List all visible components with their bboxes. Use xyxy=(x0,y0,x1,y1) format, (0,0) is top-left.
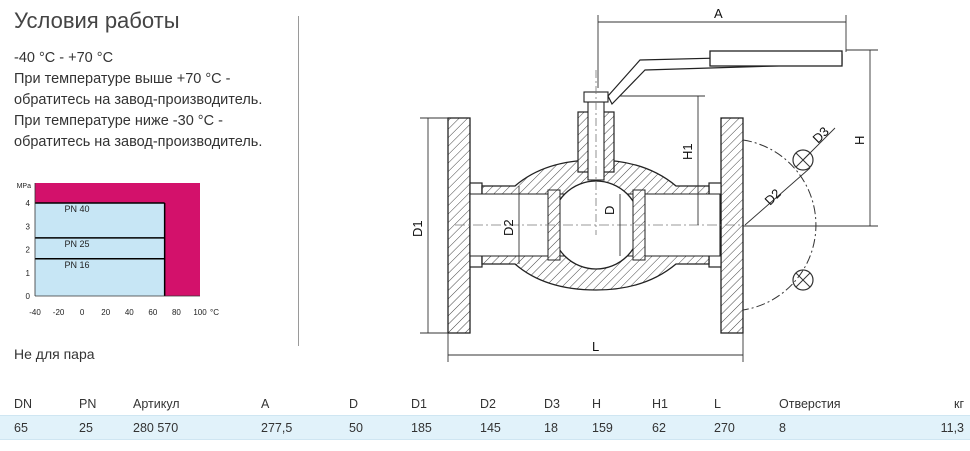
conditions-text: -40 °С - +70 °С При температуре выше +70… xyxy=(14,48,262,153)
value-cell: 8 xyxy=(765,415,910,440)
value-cell: 62 xyxy=(638,415,700,440)
value-cell: 277,5 xyxy=(247,415,335,440)
header-cell: PN xyxy=(79,397,97,411)
header-cell: D3 xyxy=(544,397,560,411)
series-label: PN 16 xyxy=(64,260,89,270)
spec-value-row: 65 25 280 570 277,5 50 185 145 18 159 62… xyxy=(0,415,970,440)
dim-label-d2-body: D2 xyxy=(501,219,516,236)
spec-table: DN PN Артикул A D D1 D2 D3 H H1 L Отверс… xyxy=(0,393,970,440)
y-tick-label: 3 xyxy=(26,222,31,231)
header-cell: H xyxy=(592,397,602,411)
valve-body xyxy=(455,159,740,291)
conditions-title: Условия работы xyxy=(14,8,180,33)
value-cell: 145 xyxy=(466,415,530,440)
header-cell: H1 xyxy=(652,397,668,411)
divider-line xyxy=(298,16,299,346)
value-cell: 280 570 xyxy=(119,415,247,440)
value-cell: 185 xyxy=(397,415,466,440)
x-tick-label: 40 xyxy=(125,308,134,317)
condition-line: обратитесь на завод-производитель. xyxy=(14,134,263,150)
x-tick-label: 80 xyxy=(172,308,181,317)
dimension-lines xyxy=(420,15,878,362)
not-for-steam-note: Не для пара xyxy=(14,346,95,362)
condition-line: обратитесь на завод-производитель. xyxy=(14,92,263,108)
y-unit-label: MPa xyxy=(17,183,32,190)
spec-header-row: DN PN Артикул A D D1 D2 D3 H H1 L Отверс… xyxy=(0,393,970,416)
value-cell: 65 xyxy=(0,415,65,440)
header-cell: A xyxy=(261,397,270,411)
y-tick-label: 2 xyxy=(26,246,31,255)
value-cell: 11,3 xyxy=(910,415,970,440)
x-tick-label: -40 xyxy=(29,308,41,317)
dim-label-d2: D2 xyxy=(762,186,784,208)
value-cell: 18 xyxy=(530,415,578,440)
allowed-region xyxy=(35,203,165,296)
header-cell: D1 xyxy=(411,397,427,411)
y-tick-label: 4 xyxy=(26,199,31,208)
x-tick-label: 60 xyxy=(148,308,157,317)
y-tick-label: 0 xyxy=(26,292,31,301)
value-cell: 50 xyxy=(335,415,397,440)
dim-label-d1: D1 xyxy=(410,220,425,237)
header-cell: L xyxy=(714,397,721,411)
header-cell: кг xyxy=(953,397,964,411)
header-cell: D2 xyxy=(480,397,496,411)
header-cell: DN xyxy=(14,397,33,411)
valve-stem xyxy=(577,70,615,235)
x-tick-label: 20 xyxy=(101,308,110,317)
header-cell: Отверстия xyxy=(779,397,841,411)
dim-label-d: D xyxy=(602,206,617,215)
flange-bolt-view xyxy=(742,127,836,311)
dim-label-l: L xyxy=(592,339,599,354)
x-tick-label: 100 xyxy=(193,308,207,317)
header-cell: Артикул xyxy=(133,397,180,411)
value-cell: 25 xyxy=(65,415,119,440)
condition-line: -40 °С - +70 °С xyxy=(14,50,114,66)
dim-label-a: A xyxy=(714,6,723,21)
valve-handle xyxy=(607,50,843,106)
x-tick-label: -20 xyxy=(53,308,65,317)
series-label: PN 25 xyxy=(64,239,89,249)
value-cell: 159 xyxy=(578,415,638,440)
header-cell: D xyxy=(349,397,359,411)
x-tick-label: 0 xyxy=(80,308,85,317)
dim-label-h: H xyxy=(852,136,867,145)
value-cell: 270 xyxy=(700,415,765,440)
series-label: PN 40 xyxy=(64,204,89,214)
condition-line: При температуре выше +70 °С - xyxy=(14,71,231,87)
dim-label-h1: H1 xyxy=(680,143,695,160)
x-unit-label: °C xyxy=(210,308,219,317)
valve-drawing: A H H1 D3 D2 D1 D2 D L xyxy=(410,6,878,362)
y-tick-label: 1 xyxy=(26,269,31,278)
condition-line: При температуре ниже -30 °С - xyxy=(14,113,223,129)
dim-label-d3: D3 xyxy=(810,124,832,146)
pressure-temperature-chart: PN 40 PN 25 PN 16 4 3 2 1 0 -40 -20 0 20 40 60 80 100 MP… xyxy=(17,183,219,317)
